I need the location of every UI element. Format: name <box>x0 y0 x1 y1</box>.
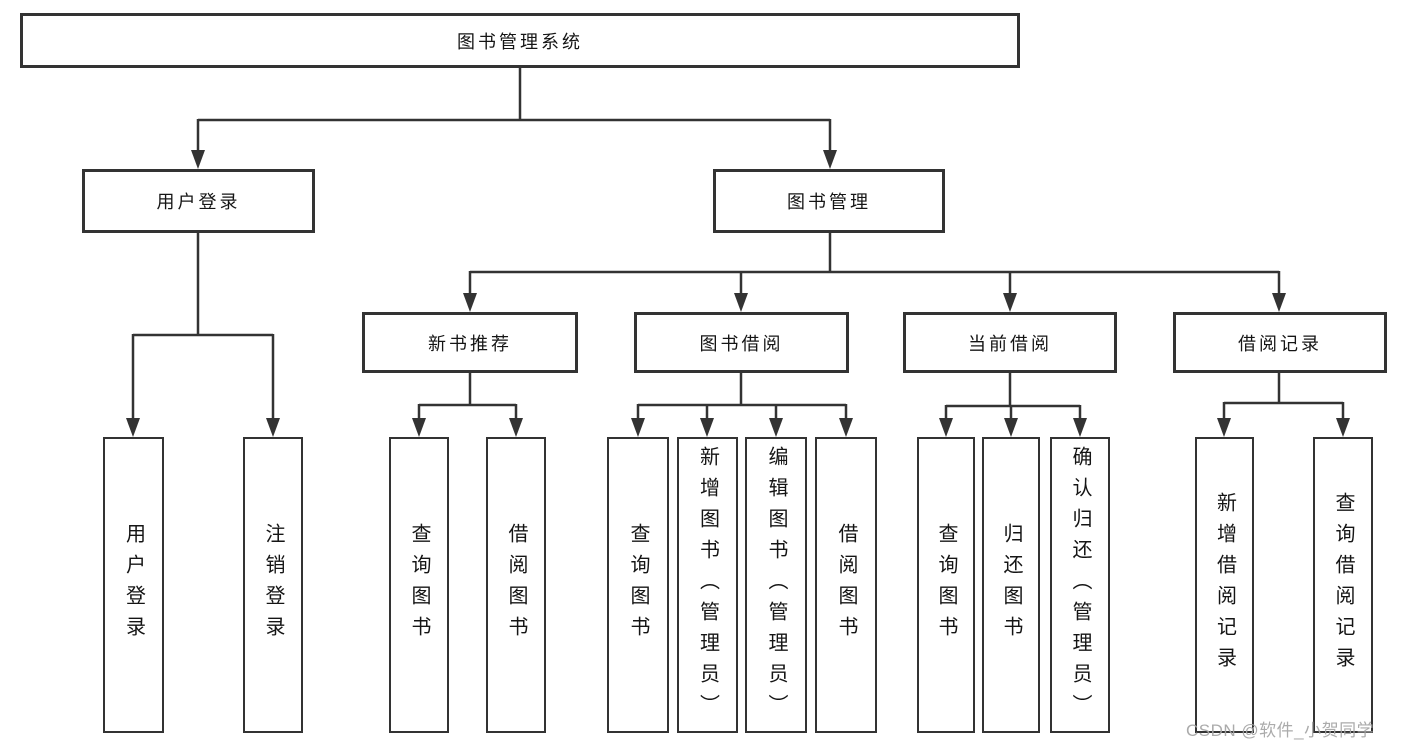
leaf-records-query-record-label: 查询借阅记录 <box>1332 492 1354 678</box>
node-user-login-label: 用户登录 <box>156 192 241 212</box>
leaf-current-return-books-label: 归还图书 <box>1000 523 1022 647</box>
node-user-login: 用户登录 <box>82 169 315 233</box>
leaf-records-query-record: 查询借阅记录 <box>1313 437 1373 733</box>
leaf-current-query-books-label: 查询图书 <box>935 523 957 647</box>
leaf-current-confirm-return-admin-label: 确认归还（管理员） <box>1069 445 1091 725</box>
leaf-borrowing-query-books: 查询图书 <box>607 437 669 733</box>
node-book-management-label: 图书管理 <box>787 192 871 212</box>
leaf-borrowing-borrow-books-label: 借阅图书 <box>835 523 857 647</box>
node-book-borrowing: 图书借阅 <box>634 312 849 373</box>
node-new-book-recommend: 新书推荐 <box>362 312 578 373</box>
node-borrow-records: 借阅记录 <box>1173 312 1387 373</box>
node-library-system-label: 图书管理系统 <box>457 31 583 52</box>
node-current-borrowing: 当前借阅 <box>903 312 1117 373</box>
csdn-watermark: CSDN @软件_小贺同学 <box>1186 721 1375 740</box>
node-library-system: 图书管理系统 <box>20 13 1020 68</box>
leaf-borrowing-add-books-admin: 新增图书（管理员） <box>677 437 738 733</box>
leaf-newbook-query-books-label: 查询图书 <box>408 523 430 647</box>
leaf-user-login-label: 用户登录 <box>122 523 145 647</box>
node-book-borrowing-label: 图书借阅 <box>699 333 784 354</box>
node-borrow-records-label: 借阅记录 <box>1238 333 1322 354</box>
leaf-borrowing-query-books-label: 查询图书 <box>627 523 649 647</box>
leaf-current-query-books: 查询图书 <box>917 437 975 733</box>
connector-paths <box>131 68 1345 419</box>
leaf-newbook-query-books: 查询图书 <box>389 437 449 733</box>
leaf-borrowing-borrow-books: 借阅图书 <box>815 437 877 733</box>
leaf-borrowing-edit-books-admin: 编辑图书（管理员） <box>745 437 807 733</box>
leaf-logout-label: 注销登录 <box>262 523 284 647</box>
node-current-borrowing-label: 当前借阅 <box>968 333 1052 354</box>
node-book-management: 图书管理 <box>713 169 945 233</box>
leaf-current-return-books: 归还图书 <box>982 437 1040 733</box>
leaf-records-add-record: 新增借阅记录 <box>1195 437 1254 733</box>
leaf-user-login: 用户登录 <box>103 437 164 733</box>
leaf-borrowing-add-books-admin-label: 新增图书（管理员） <box>696 445 719 725</box>
leaf-newbook-borrow-books: 借阅图书 <box>486 437 546 733</box>
leaf-logout: 注销登录 <box>243 437 303 733</box>
arrowheads <box>126 150 1350 437</box>
leaf-records-add-record-label: 新增借阅记录 <box>1213 492 1236 678</box>
leaf-current-confirm-return-admin: 确认归还（管理员） <box>1050 437 1110 733</box>
leaf-borrowing-edit-books-admin-label: 编辑图书（管理员） <box>765 445 787 725</box>
node-new-book-recommend-label: 新书推荐 <box>428 333 512 354</box>
leaf-newbook-borrow-books-label: 借阅图书 <box>505 523 527 647</box>
